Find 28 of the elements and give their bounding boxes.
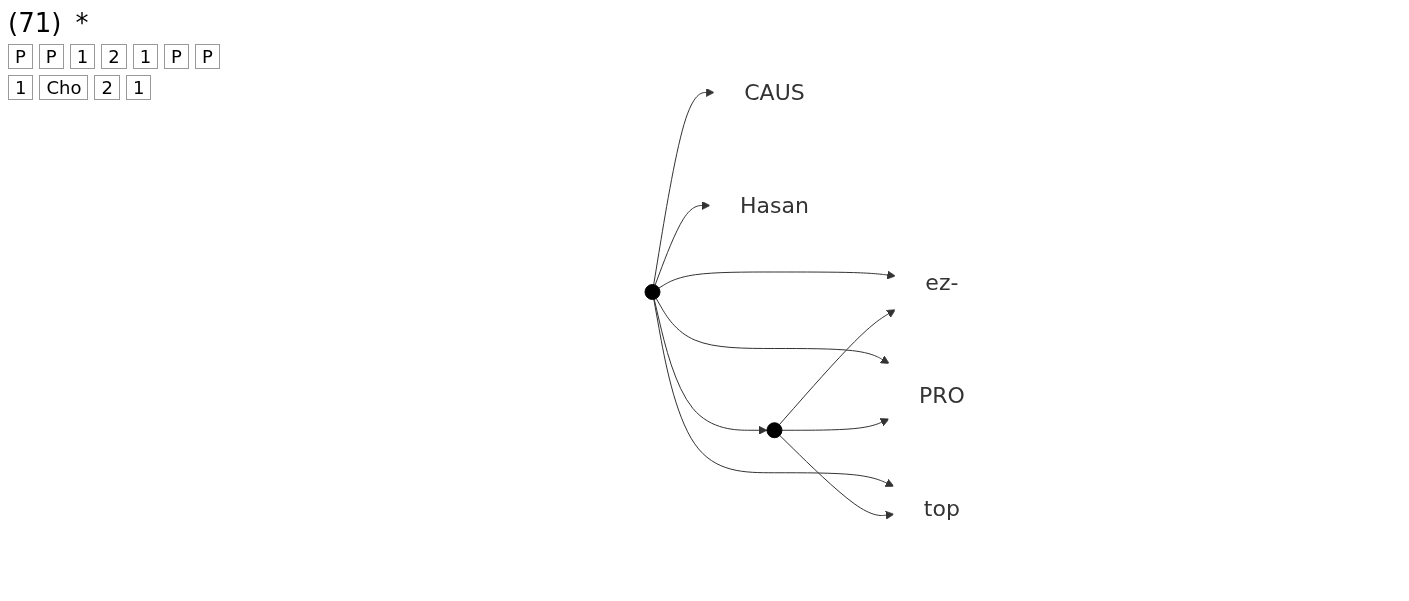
example-mark: (71) (8, 8, 62, 38)
example-mark: * (75, 8, 89, 38)
arc-label: P (38, 44, 64, 69)
arrow (654, 201, 710, 286)
arc-label: 1 (132, 44, 159, 69)
node-circle (644, 284, 661, 301)
arrow (778, 435, 894, 520)
node-text: CAUS (743, 80, 805, 106)
arc-label: 1 (69, 44, 96, 69)
arrow (652, 299, 894, 488)
node-text: Hasan (739, 193, 809, 219)
arrow (652, 88, 715, 286)
arrow (655, 298, 890, 365)
arc-label: 1 (125, 75, 152, 100)
node-text: PRO (918, 382, 965, 408)
arc-label: P (194, 44, 220, 69)
arc-label: P (8, 44, 33, 69)
node-text: top (923, 495, 960, 521)
arc-label: Cho (39, 75, 89, 100)
node-circle (766, 422, 783, 439)
arc-label: P (164, 44, 189, 69)
arc-label: 1 (8, 75, 34, 100)
arrow (781, 418, 889, 431)
arc-label: 2 (101, 44, 127, 69)
arrow (778, 309, 896, 426)
node-text: ez- (924, 269, 958, 295)
arrow (658, 270, 896, 289)
arc-label: 2 (94, 75, 120, 100)
